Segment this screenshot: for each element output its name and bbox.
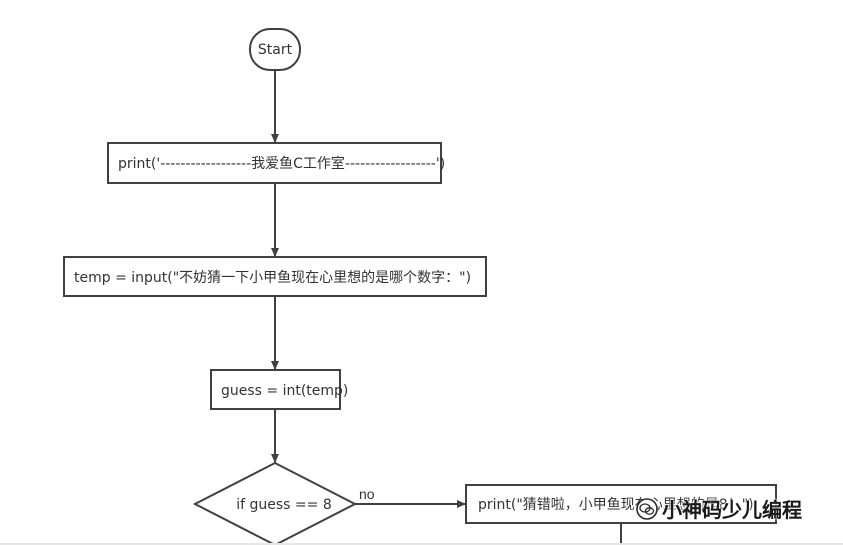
watermark: 小神码少儿编程: [636, 494, 802, 523]
process-label-guess: guess = int(temp): [221, 383, 348, 399]
decision-node: if guess == 8: [192, 461, 358, 545]
bottom-divider: [0, 543, 843, 545]
decision-label: if guess == 8: [236, 497, 332, 513]
process-node-print-banner: print('------------------我爱鱼C工作室--------…: [107, 142, 445, 184]
process-label-wrong-guess: print("猜错啦，小甲鱼现在心里想的是8！"): [478, 496, 754, 513]
start-label: Start: [258, 42, 293, 58]
no-branch-label: no: [359, 486, 375, 502]
process-label-print-banner: print('------------------我爱鱼C工作室--------…: [118, 155, 445, 172]
process-node-input: temp = input("不妨猜一下小甲鱼现在心里想的是哪个数字："): [63, 256, 487, 297]
process-label-input: temp = input("不妨猜一下小甲鱼现在心里想的是哪个数字："): [74, 269, 471, 286]
start-node: Start: [249, 28, 301, 71]
process-node-wrong-guess: print("猜错啦，小甲鱼现在心里想的是8！"): [465, 484, 777, 524]
watermark-text: 小神码少儿编程: [662, 498, 802, 522]
process-node-guess: guess = int(temp): [210, 369, 348, 410]
wechat-icon: [636, 497, 658, 520]
